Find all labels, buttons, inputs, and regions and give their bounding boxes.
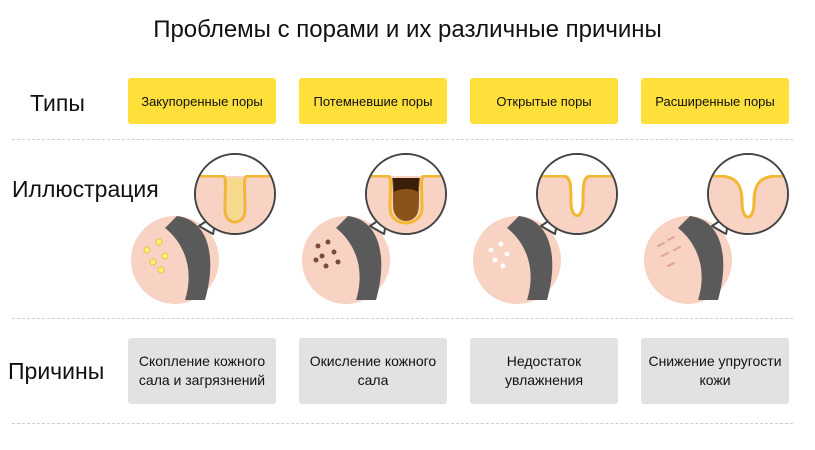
illustration-darkened	[296, 150, 466, 310]
page-title: Проблемы с порами и их различные причины	[153, 16, 662, 43]
darkened-pore-icon	[302, 153, 447, 304]
type-darkened: Потемневшие поры	[299, 78, 447, 124]
divider-top	[12, 139, 793, 140]
row-label-illustration: Иллюстрация	[12, 176, 159, 202]
clogged-pore-icon	[131, 153, 276, 304]
divider-bottom	[12, 423, 793, 424]
type-clogged: Закупоренные поры	[128, 78, 276, 124]
divider-middle	[12, 318, 793, 319]
row-label-causes: Причины	[8, 358, 105, 384]
cause-enlarged: Снижение упругости кожи	[641, 338, 789, 404]
cause-open: Недостаток увлажнения	[470, 338, 618, 404]
type-enlarged: Расширенные поры	[641, 78, 789, 124]
cause-clogged: Скопление кожного сала и загрязнений	[128, 338, 276, 404]
type-open: Открытые поры	[470, 78, 618, 124]
illustration-open	[467, 150, 637, 310]
cause-darkened: Окисление кожного сала	[299, 338, 447, 404]
row-label-types: Типы	[30, 90, 85, 116]
illustration-clogged	[125, 150, 295, 310]
enlarged-pore-icon	[644, 153, 789, 304]
illustration-enlarged	[638, 150, 808, 310]
open-pore-icon	[473, 153, 618, 304]
